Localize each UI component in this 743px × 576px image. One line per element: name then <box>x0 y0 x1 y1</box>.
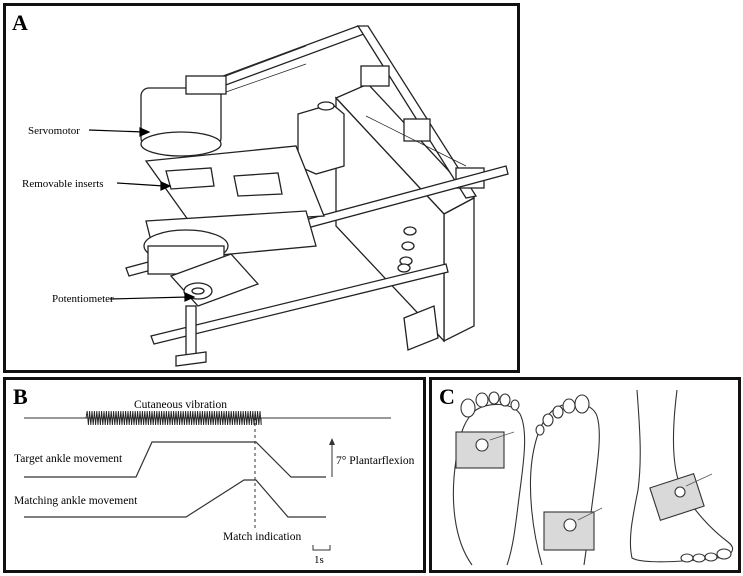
matching-movement-trace <box>24 479 326 518</box>
panel-a-letter: A <box>12 10 28 35</box>
foot-side-view <box>629 389 734 563</box>
panel-b-letter: B <box>13 384 28 409</box>
target-movement-label: Target ankle movement <box>14 453 123 465</box>
removable-inserts-label: Removable inserts <box>22 178 104 190</box>
target-movement-trace <box>24 441 326 478</box>
vibration-trace <box>85 410 262 426</box>
vibrator-pad-3 <box>649 473 705 521</box>
panel-a: A <box>3 3 520 373</box>
servomotor-label: Servomotor <box>28 125 80 137</box>
plantarflexion-label: 7° Plantarflexion <box>336 455 415 467</box>
potentiometer-label: Potentiometer <box>52 293 114 305</box>
panel-c: C <box>429 377 741 573</box>
foot-illustrations <box>452 389 734 566</box>
matching-movement-label: Matching ankle movement <box>14 495 138 507</box>
panel-c-letter: C <box>439 384 455 409</box>
time-scale-bar <box>312 545 331 551</box>
time-scale-label: 1s <box>314 554 324 566</box>
panel-b: B Cutaneous vibration Target ankle movem… <box>3 377 426 573</box>
apparatus-illustration: Servomotor Removable inserts Potentiomet… <box>22 25 509 367</box>
match-indication-label: Match indication <box>223 531 301 543</box>
timing-diagram: Cutaneous vibration Target ankle movemen… <box>14 399 415 566</box>
vibration-label: Cutaneous vibration <box>134 399 227 411</box>
foot-sole-1 <box>452 403 526 566</box>
